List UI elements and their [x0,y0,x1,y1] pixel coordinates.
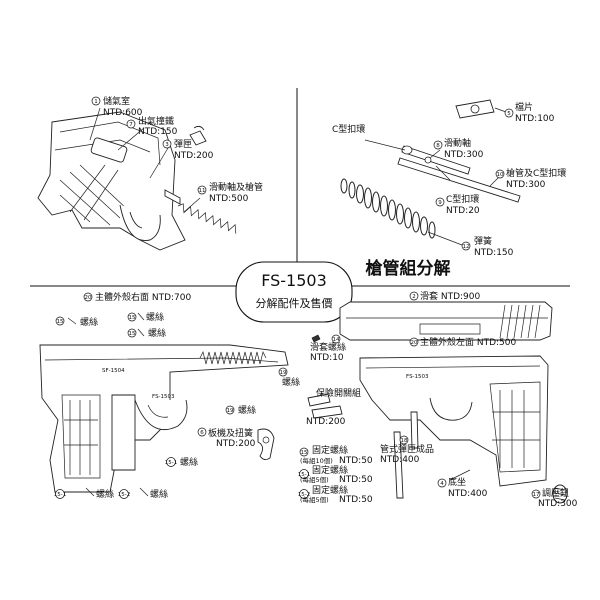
price-slide-axis-barrel: NTD:500 [209,194,249,204]
svg-text:4: 4 [440,481,444,487]
badge-subtitle: 分解配件及售價 [256,296,333,310]
model-name: FS-1503 [261,271,327,290]
top-right-barrel-parts: 5 檔片 NTD:100 C型扣環 8 滑動軸 NTD:300 10 槍管及C型… [332,99,566,258]
svg-text:螺絲: 螺絲 [148,327,166,339]
price-barrel-c-ring: NTD:300 [506,180,546,190]
label-gas-chamber: 儲氣室 [103,95,130,107]
label-magazine: 彈匣 [174,139,192,150]
svg-text:15-1: 15-1 [54,492,66,498]
label-right-shell: 主體外殼右面 NTD:700 [95,291,192,303]
svg-text:14: 14 [333,337,340,343]
svg-text:19: 19 [227,408,234,414]
label-fixed-screw-15: 固定螺絲 [312,444,348,456]
svg-text:15-1: 15-1 [165,460,177,466]
section-title: 槍管組分解 [366,258,451,279]
svg-text:17: 17 [533,492,540,498]
price-spring: NTD:150 [474,248,514,258]
label-pressure-knob: 調壓鈕 [542,487,569,499]
svg-text:8: 8 [436,143,440,149]
svg-text:螺絲: 螺絲 [282,376,300,388]
svg-text:15: 15 [57,319,64,325]
bottom-right-slide-shell: 2 滑套 NTD:900 14 滑套螺絲 NTD:10 20 主體外殼左面 NT… [306,290,578,509]
price-tube-magazine: NTD:400 [380,455,420,465]
svg-text:螺絲: 螺絲 [238,404,256,416]
svg-text:NTD:50: NTD:50 [339,456,373,466]
price-slide-screw: NTD:10 [310,353,344,363]
svg-text:螺絲: 螺絲 [146,311,164,323]
svg-text:9: 9 [438,200,442,206]
price-trigger: NTD:200 [216,439,256,449]
label-safety-switch: 保險開關組 [316,387,361,399]
svg-text:6: 6 [200,430,204,436]
label-tube-magazine: 管式彈匣成品 [380,443,434,455]
svg-text:15: 15 [129,331,136,337]
price-stopper-plate: NTD:100 [515,114,555,124]
model-badge: FS-1503 分解配件及售價 [235,261,353,323]
svg-text:15-2: 15-2 [118,492,130,498]
svg-text:SF-1504: SF-1504 [102,368,125,374]
price-gas-chamber: NTD:600 [103,108,143,118]
label-stopper-plate: 檔片 [515,101,533,113]
svg-text:20: 20 [85,295,92,301]
price-striker: NTD:150 [138,127,178,137]
pressure-knob [552,484,568,504]
svg-text:NTD:50: NTD:50 [339,475,373,485]
price-safety-switch: NTD:200 [306,417,346,427]
label-fixed-screw-15-1: 固定螺絲 [312,464,348,476]
label-barrel-c-ring: 槍管及C型扣環 [506,167,566,179]
label-slide: 滑套 NTD:900 [420,290,481,302]
svg-text:15: 15 [301,450,308,456]
svg-text:螺絲: 螺絲 [96,488,114,500]
price-magazine: NTD:200 [174,151,214,161]
svg-text:FS-1503: FS-1503 [152,394,175,400]
svg-text:(每組5個): (每組5個) [300,495,329,504]
price-c-ring: NTD:20 [446,206,480,216]
label-c-ring: C型扣環 [446,193,479,205]
spring-top-left [177,203,237,234]
label-c-ring-top: C型扣環 [332,123,365,135]
svg-text:1: 1 [94,99,98,105]
svg-text:11: 11 [199,188,206,194]
svg-text:10: 10 [497,172,504,178]
price-base: NTD:400 [448,489,488,499]
svg-text:(每組10個): (每組10個) [300,456,333,465]
svg-text:19: 19 [280,370,287,376]
svg-text:15: 15 [129,315,136,321]
svg-text:FS-1503: FS-1503 [406,374,429,380]
label-left-shell: 主體外殼左面 NTD:500 [420,336,517,348]
label-spring: 彈簧 [474,235,492,247]
svg-text:5: 5 [507,111,511,117]
svg-text:螺絲: 螺絲 [150,488,168,500]
svg-text:18: 18 [401,438,408,444]
label-slide-axis: 滑動軸 [444,137,471,149]
screw-callouts-left: 15 螺絲 15 螺絲 15 螺絲 19 螺絲 19 螺絲 6 板機及扭簧 NT… [54,311,300,500]
svg-text:3: 3 [165,142,169,148]
label-slide-screw: 滑套螺絲 [310,341,346,353]
svg-text:15-2: 15-2 [298,492,310,498]
svg-text:12: 12 [463,244,470,250]
top-left-assembly: 1 儲氣室 NTD:600 7 出氣撞鐵 NTD:150 3 彈匣 NTD:20… [37,95,263,251]
label-base: 底坐 [448,476,466,488]
label-striker: 出氣撞鐵 [138,115,174,127]
svg-text:20: 20 [411,340,418,346]
svg-text:15-1: 15-1 [298,472,310,478]
label-trigger: 板機及扭簧 [208,427,253,439]
svg-text:NTD:50: NTD:50 [339,495,373,505]
fixed-screw-groups: 15 固定螺絲 (每組10個) NTD:50 15-1 固定螺絲 (每組5個) … [298,444,373,505]
spring-top-right [340,178,436,239]
price-pressure-knob: NTD:300 [538,499,578,509]
svg-text:螺絲: 螺絲 [180,456,198,468]
svg-text:2: 2 [412,294,416,300]
price-slide-axis: NTD:300 [444,150,484,160]
label-slide-axis-barrel: 滑動軸及槍管 [209,181,263,193]
svg-text:(每組5個): (每組5個) [300,475,329,484]
label-fixed-screw-15-2: 固定螺絲 [312,484,348,496]
svg-text:7: 7 [129,122,133,128]
svg-text:螺絲: 螺絲 [80,316,98,328]
bottom-left-shell-right: 20 主體外殼右面 NTD:700 SF-1504 FS-1503 [39,291,289,493]
